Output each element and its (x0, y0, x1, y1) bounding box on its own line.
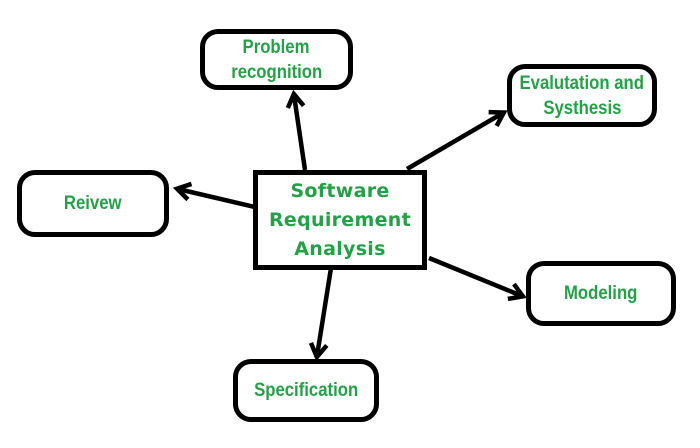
node-label: recognition (230, 61, 323, 83)
node-label: Reivew (64, 193, 122, 214)
arrow-center-to-specification (308, 267, 334, 362)
node-label: Systhesis (542, 97, 622, 119)
node-label: Problem (243, 36, 310, 58)
node-label: Evalutation and (519, 72, 645, 94)
arrow-center-to-review (172, 181, 256, 210)
arrow-center-to-problem (285, 89, 308, 171)
node-label: Requirement (268, 208, 411, 231)
node-label: Specification (253, 380, 359, 401)
node-review: Reivew (17, 170, 169, 237)
node-software-requirement-analysis: Software Requirement Analysis (253, 170, 427, 270)
node-modeling: Modeling (526, 261, 676, 326)
node-label: Modeling (564, 283, 638, 304)
node-specification: Specification (233, 359, 379, 422)
node-label: Analysis (294, 237, 386, 260)
arrow-center-to-evaluation (405, 109, 508, 171)
node-label: Software (290, 179, 390, 202)
node-evaluation-and-synthesis: Evalutation and Systhesis (507, 64, 657, 127)
arrow-center-to-modeling (428, 255, 527, 302)
node-problem-recognition: Problem recognition (200, 29, 353, 90)
